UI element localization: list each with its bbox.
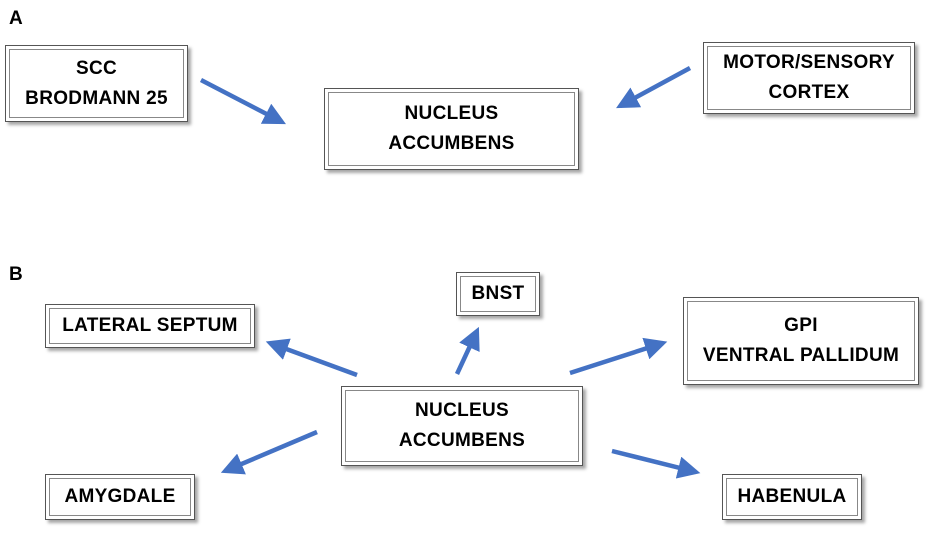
box-motor-line2: CORTEX (768, 82, 850, 103)
box-lateral-septum-label: LATERAL SEPTUM (62, 315, 238, 336)
box-lateral-septum: LATERAL SEPTUM (45, 304, 255, 348)
box-na-b-line1: NUCLEUS (415, 400, 509, 421)
arrow-na-to-bnst (454, 326, 480, 375)
box-scc-line2: BRODMANN 25 (25, 87, 168, 109)
box-na-b-line2: ACCUMBENS (398, 430, 526, 451)
box-scc-brodmann-25: SCC BRODMANN 25 (5, 45, 188, 122)
arrow-motor-to-nucleus-accumbens (616, 66, 692, 109)
box-nucleus-accumbens-b: NUCLEUS ACCUMBENS (341, 386, 583, 466)
arrow-na-to-gpi (569, 337, 668, 376)
box-gpi-line1: GPI (784, 315, 818, 336)
arrow-na-to-lateral-septum (265, 338, 358, 378)
box-bnst-label: BNST (471, 283, 525, 304)
panel-a-label: A (9, 8, 23, 29)
box-bnst: BNST (456, 272, 540, 316)
box-motor-line1: MOTOR/SENSORY (723, 52, 895, 73)
arrow-scc-to-nucleus-accumbens (199, 78, 286, 125)
box-amygdale-label: AMYGDALE (64, 486, 176, 507)
box-na-a-line2: ACCUMBENS (388, 133, 515, 154)
box-motor-sensory-cortex: MOTOR/SENSORY CORTEX (703, 42, 915, 114)
box-amygdale: AMYGDALE (45, 474, 195, 520)
box-na-a-line1: NUCLEUS (404, 103, 499, 124)
box-gpi-line2: VENTRAL PALLIDUM (702, 345, 900, 366)
box-scc-line1: SCC (75, 57, 117, 79)
panel-b-label: B (9, 264, 23, 285)
box-habenula-label: HABENULA (737, 486, 847, 507)
arrow-na-to-habenula (611, 448, 701, 479)
arrow-na-to-amygdale (220, 429, 318, 475)
box-nucleus-accumbens-a: NUCLEUS ACCUMBENS (324, 88, 579, 170)
box-gpi-ventral-pallidum: GPI VENTRAL PALLIDUM (683, 297, 919, 385)
box-habenula: HABENULA (722, 474, 862, 520)
